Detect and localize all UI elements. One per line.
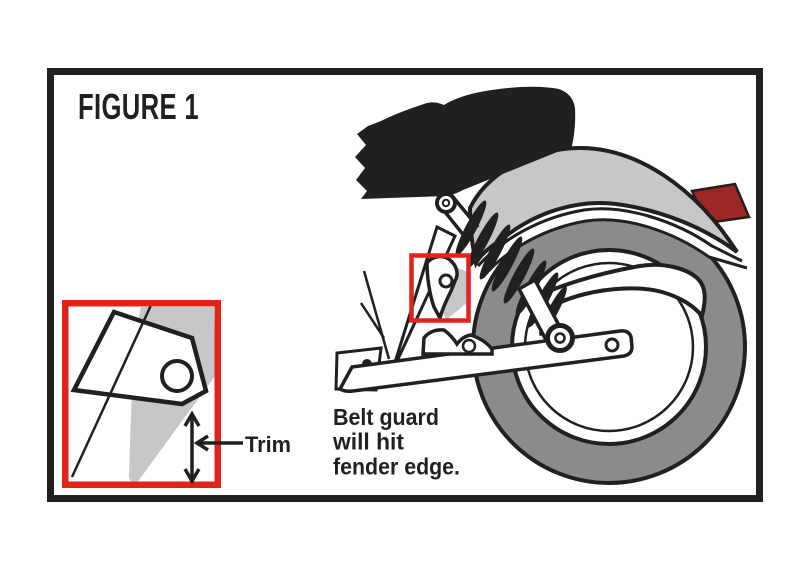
spring-coil bbox=[479, 224, 511, 280]
caption-line-3: fender edge. bbox=[333, 453, 460, 479]
frame-tube-line-b bbox=[362, 270, 391, 360]
fender bbox=[467, 145, 739, 269]
swingarm-bracket-hole bbox=[461, 338, 477, 354]
callout-highlight-box bbox=[409, 253, 471, 323]
trim-detail-inset: Trim bbox=[62, 300, 291, 488]
trim-label: Trim bbox=[245, 432, 291, 457]
caption-line-1: Belt guard bbox=[333, 404, 439, 430]
fender-pinstripe-gap bbox=[475, 207, 747, 276]
trim-measure-arrow bbox=[183, 410, 201, 485]
spring-coil bbox=[503, 248, 535, 304]
shock-top-mount-bolt bbox=[441, 198, 451, 208]
spring-coil bbox=[455, 200, 487, 256]
spring-coil bbox=[467, 212, 499, 268]
figure-title: FIGURE 1 bbox=[78, 86, 199, 127]
caption: Belt guard will hit fender edge. bbox=[332, 404, 460, 479]
seat-silhouette bbox=[355, 86, 576, 199]
belt-guard-bracket-hole bbox=[438, 273, 454, 289]
spring-coil bbox=[491, 236, 523, 292]
swingarm-axle-bolt bbox=[604, 337, 620, 353]
trim-pointer-arrow bbox=[193, 434, 243, 452]
motorcycle-rear-illustration bbox=[334, 86, 751, 485]
inset-frame-tube-line bbox=[70, 302, 154, 478]
detail-inset-box bbox=[62, 300, 221, 488]
shock-bottom-mount-bolt bbox=[554, 332, 566, 344]
inset-belt-guard-hole bbox=[160, 359, 194, 393]
caption-line-2: will hit bbox=[332, 429, 404, 455]
